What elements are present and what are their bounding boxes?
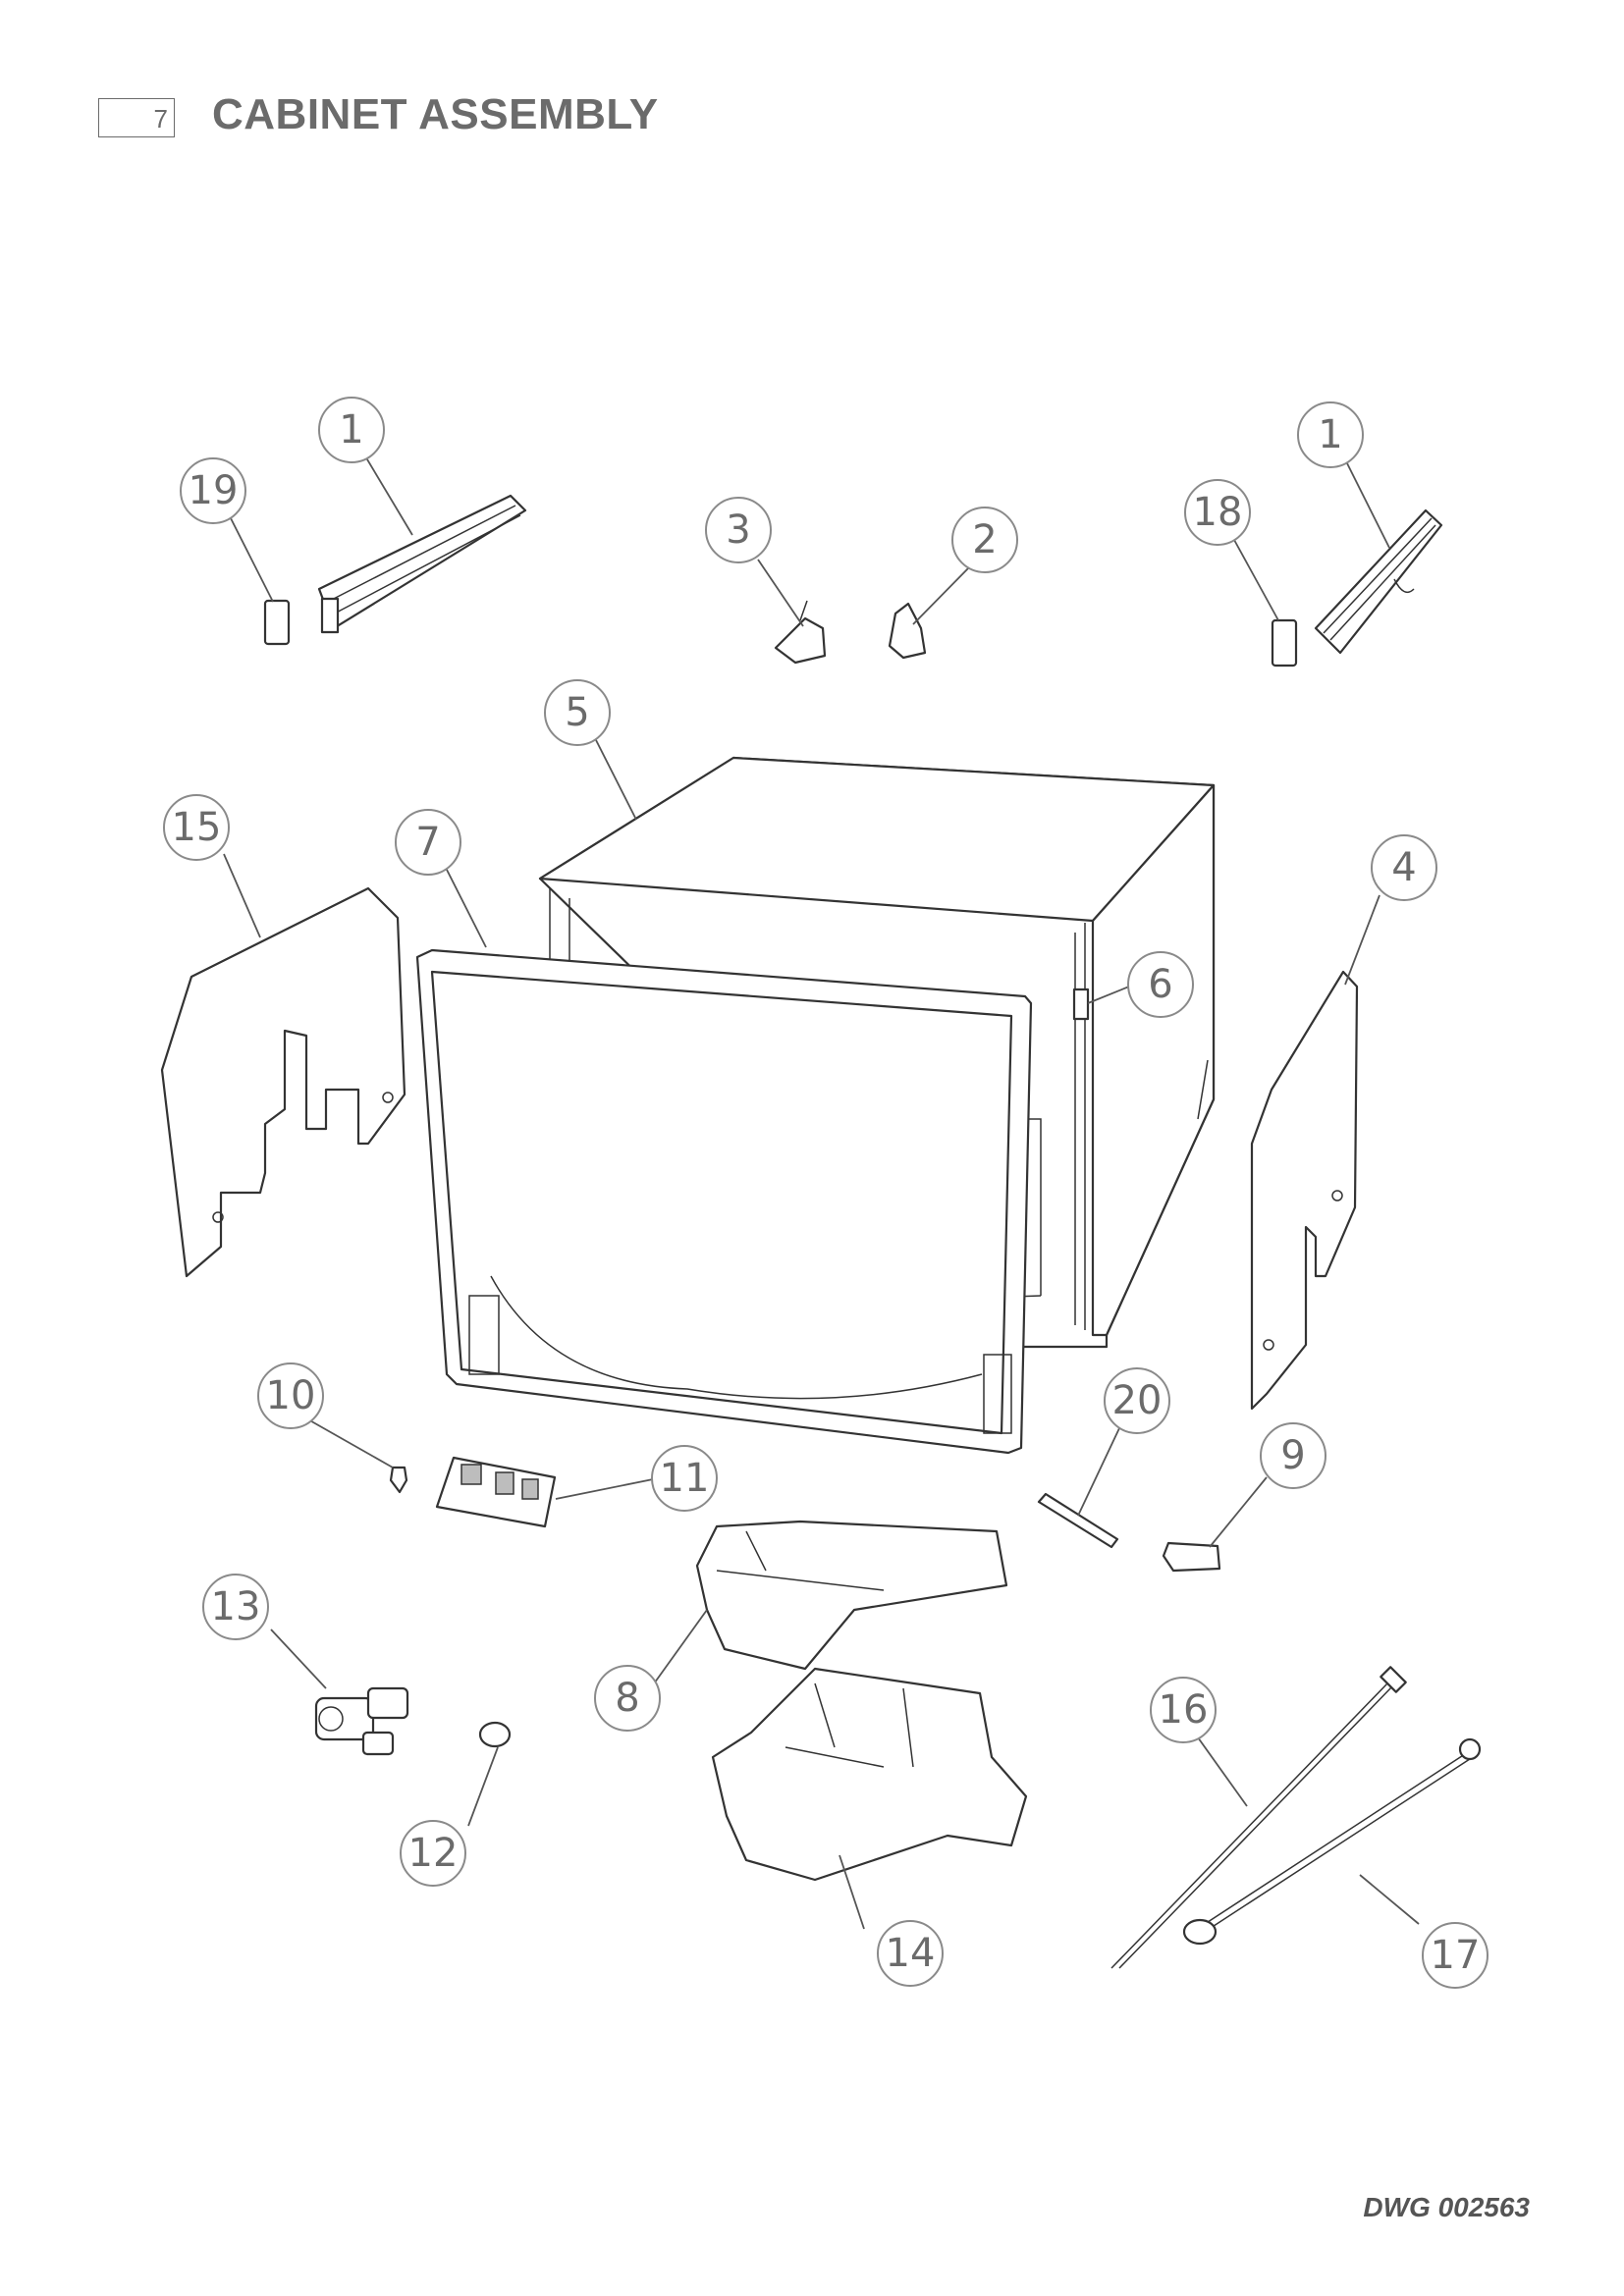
callout-12: 12 xyxy=(400,1820,466,1887)
callout-label: 5 xyxy=(565,690,589,735)
callout-18: 18 xyxy=(1184,479,1251,546)
callout-label: 11 xyxy=(660,1456,710,1501)
callout-7: 7 xyxy=(395,809,461,876)
circuit-board xyxy=(435,1456,557,1528)
drawing-number: DWG 002563 xyxy=(1363,2192,1530,2222)
callout-label: 15 xyxy=(172,805,222,850)
clip xyxy=(1072,988,1090,1021)
callouts: 1 19 3 2 1 18 5 15 xyxy=(163,397,1489,1989)
left-rail xyxy=(317,494,527,634)
page-number-box: 7 xyxy=(98,98,175,137)
callout-label: 10 xyxy=(266,1373,316,1418)
front-frame xyxy=(415,948,1033,1455)
callout-4: 4 xyxy=(1371,834,1437,901)
callout-3: 3 xyxy=(705,497,772,563)
callout-10: 10 xyxy=(257,1362,324,1429)
callout-label: 17 xyxy=(1431,1933,1481,1978)
callout-label: 8 xyxy=(615,1676,639,1721)
callout-label: 2 xyxy=(972,517,997,562)
callout-label: 4 xyxy=(1391,845,1416,890)
left-side-panel xyxy=(160,886,406,1278)
callout-label: 19 xyxy=(189,468,239,513)
callout-8: 8 xyxy=(594,1665,661,1732)
control-housing xyxy=(695,1520,1008,1671)
callout-9: 9 xyxy=(1260,1422,1326,1489)
callout-5: 5 xyxy=(544,679,611,746)
hinge-bracket-left xyxy=(774,600,827,665)
latch xyxy=(1162,1541,1221,1573)
callout-1-left: 1 xyxy=(318,397,385,463)
callout-label: 13 xyxy=(211,1584,261,1629)
callout-label: 20 xyxy=(1112,1378,1163,1423)
callout-11: 11 xyxy=(651,1445,718,1512)
drain-hose xyxy=(1182,1737,1482,1946)
callout-label: 12 xyxy=(408,1831,459,1876)
right-rail xyxy=(1314,508,1443,655)
right-side-panel xyxy=(1250,970,1359,1411)
strip xyxy=(1037,1492,1119,1549)
power-cord xyxy=(1110,1666,1407,1969)
callout-2: 2 xyxy=(951,507,1018,573)
callout-label: 1 xyxy=(1318,412,1342,457)
screw xyxy=(389,1466,408,1494)
callout-label: 14 xyxy=(886,1931,936,1976)
callout-label: 9 xyxy=(1280,1433,1305,1478)
callout-19: 19 xyxy=(180,457,246,524)
right-end-cap xyxy=(1271,618,1298,667)
hinge-bracket-right xyxy=(888,602,927,660)
callout-label: 18 xyxy=(1193,490,1243,535)
callout-17: 17 xyxy=(1422,1922,1489,1989)
page-number: 7 xyxy=(153,104,168,133)
callout-6: 6 xyxy=(1127,951,1194,1018)
callout-label: 7 xyxy=(415,820,440,865)
callout-label: 3 xyxy=(726,507,750,553)
callout-20: 20 xyxy=(1104,1367,1170,1434)
callout-label: 1 xyxy=(339,407,363,453)
callout-13: 13 xyxy=(202,1574,269,1640)
callout-16: 16 xyxy=(1150,1677,1217,1743)
callout-label: 6 xyxy=(1148,962,1172,1007)
callout-15: 15 xyxy=(163,794,230,861)
page-title: CABINET ASSEMBLY xyxy=(212,90,659,138)
left-end-cap xyxy=(263,599,291,646)
callout-1-right: 1 xyxy=(1297,401,1364,468)
callout-14: 14 xyxy=(877,1920,944,1987)
leader-lines xyxy=(223,449,1420,1930)
callout-label: 16 xyxy=(1159,1687,1209,1733)
inlet-valve xyxy=(314,1686,409,1756)
hose-clamp xyxy=(478,1721,512,1748)
base-tray xyxy=(711,1667,1028,1882)
